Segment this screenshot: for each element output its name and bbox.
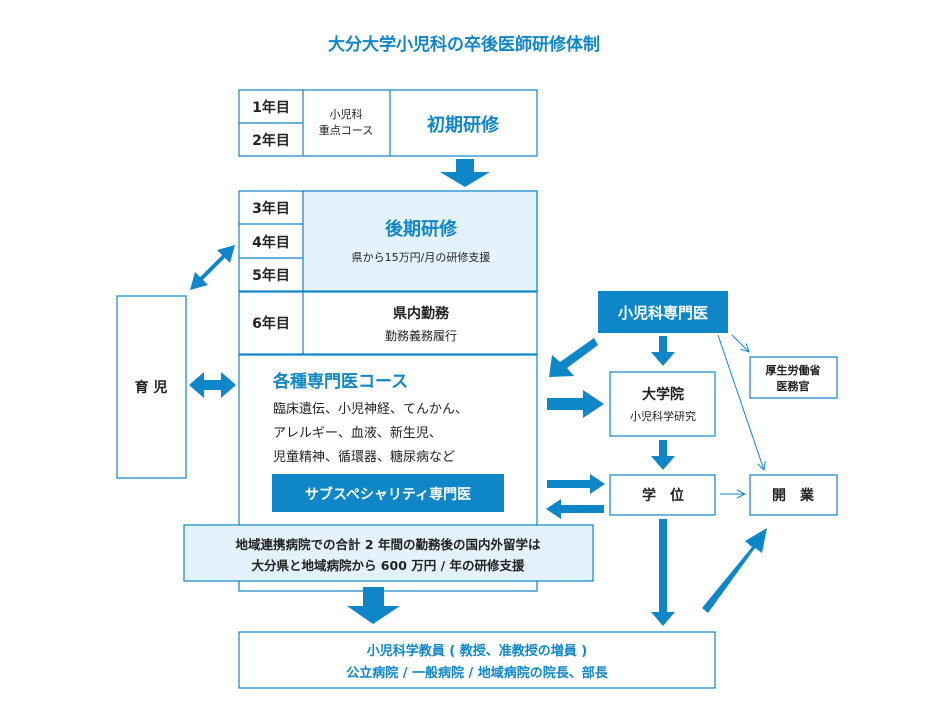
later-training-block: 3年目 4年目 5年目 後期研修 県から15万円/月の研修支援 (238, 190, 538, 292)
arrow-childcare-later-head-1 (190, 272, 208, 290)
arrow-degree-to-faculty (651, 519, 675, 626)
arrow-course-to-degree (547, 474, 605, 494)
faculty-line-2: 公立病院 / 一般病院 / 地域病院の院長、部長 (346, 665, 609, 681)
mhlw-line-2: 医務官 (777, 379, 810, 393)
year-6-block: 6年目 県内勤務 勤務義務履行 (238, 291, 538, 355)
opening-box (749, 474, 838, 516)
graduate-school-sub: 小児科学研究 (630, 409, 696, 423)
mhlw-box (749, 356, 838, 399)
year-5-label: 5年目 (252, 267, 290, 284)
year-2-label: 2年目 (252, 132, 290, 149)
faculty-line-1: 小児科学教員 ( 教授、准教授の増員 ) (367, 643, 587, 659)
initial-training-block: 1年目 2年目 小児科 重点コース 初期研修 (238, 89, 538, 157)
arrow-specialist-to-graduate (651, 336, 675, 366)
arrow-specialist-to-opening (717, 334, 764, 470)
year-1-label: 1年目 (252, 99, 290, 116)
opening-label: 開 業 (772, 487, 815, 504)
faculty-box (238, 631, 716, 689)
arrow-childcare-later-line (198, 253, 227, 282)
regional-support-line-2: 大分県と地域病院から 600 万円 / 年の研修支援 (251, 558, 525, 573)
specialty-course-title: 各種専門医コース (272, 371, 408, 392)
arrow-childcare-later-head-2 (217, 245, 235, 263)
graduate-school-label: 大学院 (642, 386, 684, 403)
diagram-title: 大分大学小児科の卒後医師研修体制 (328, 34, 600, 55)
childcare-label: 育 児 (135, 379, 168, 396)
prefecture-work-label: 県内勤務 (393, 305, 450, 322)
degree-box (609, 474, 716, 516)
course-line-2: 重点コース (319, 123, 373, 137)
arrow-specialist-to-course (549, 338, 598, 377)
graduate-school-box (609, 371, 716, 437)
course-line-1: 小児科 (330, 107, 363, 121)
year-3-label: 3年目 (252, 200, 290, 217)
later-training-support: 県から15万円/月の研修支援 (352, 250, 491, 264)
regional-support-note: 地域連携病院での合計 2 年間の勤務後の国内外留学は 大分県と地域病院から 60… (183, 524, 594, 582)
initial-training-label: 初期研修 (427, 114, 500, 136)
mhlw-line-1: 厚生労働省 (766, 363, 821, 377)
pediatric-specialist-badge (598, 291, 728, 333)
specialty-line-3: 児童精神、循環器、糖尿病など (273, 449, 455, 465)
regional-support-line-1: 地域連携病院での合計 2 年間の勤務後の国内外留学は (236, 537, 541, 552)
arrow-graduate-to-degree (651, 440, 675, 470)
subspecialty-badge (272, 474, 504, 512)
year-6-frame (238, 291, 538, 355)
specialty-line-2: アレルギー、血液、新生児、 (273, 425, 442, 441)
specialty-line-1: 臨床遺伝、小児神経、てんかん、 (273, 402, 468, 417)
arrow-specialist-to-mhlw (731, 334, 749, 352)
degree-label: 学 位 (642, 487, 684, 504)
childcare-box (116, 295, 187, 479)
arrow-course-to-graduate (547, 390, 604, 418)
later-training-label: 後期研修 (385, 218, 458, 240)
later-training-highlight (302, 190, 538, 292)
regional-support-frame (183, 524, 594, 582)
subspecialty-label: サブスペシャリティ専門医 (305, 486, 471, 503)
arrow-childcare-specialty (189, 372, 236, 398)
year-6-label: 6年目 (252, 315, 290, 332)
arrow-faculty-to-opening (702, 528, 767, 613)
arrow-degree-to-course (546, 499, 604, 519)
arrow-initial-to-later (440, 159, 490, 187)
arrow-specialty-to-faculty (347, 587, 400, 624)
year-4-label: 4年目 (252, 234, 290, 251)
obligation-label: 勤務義務履行 (385, 328, 457, 343)
pediatric-specialist-label: 小児科専門医 (618, 304, 708, 322)
